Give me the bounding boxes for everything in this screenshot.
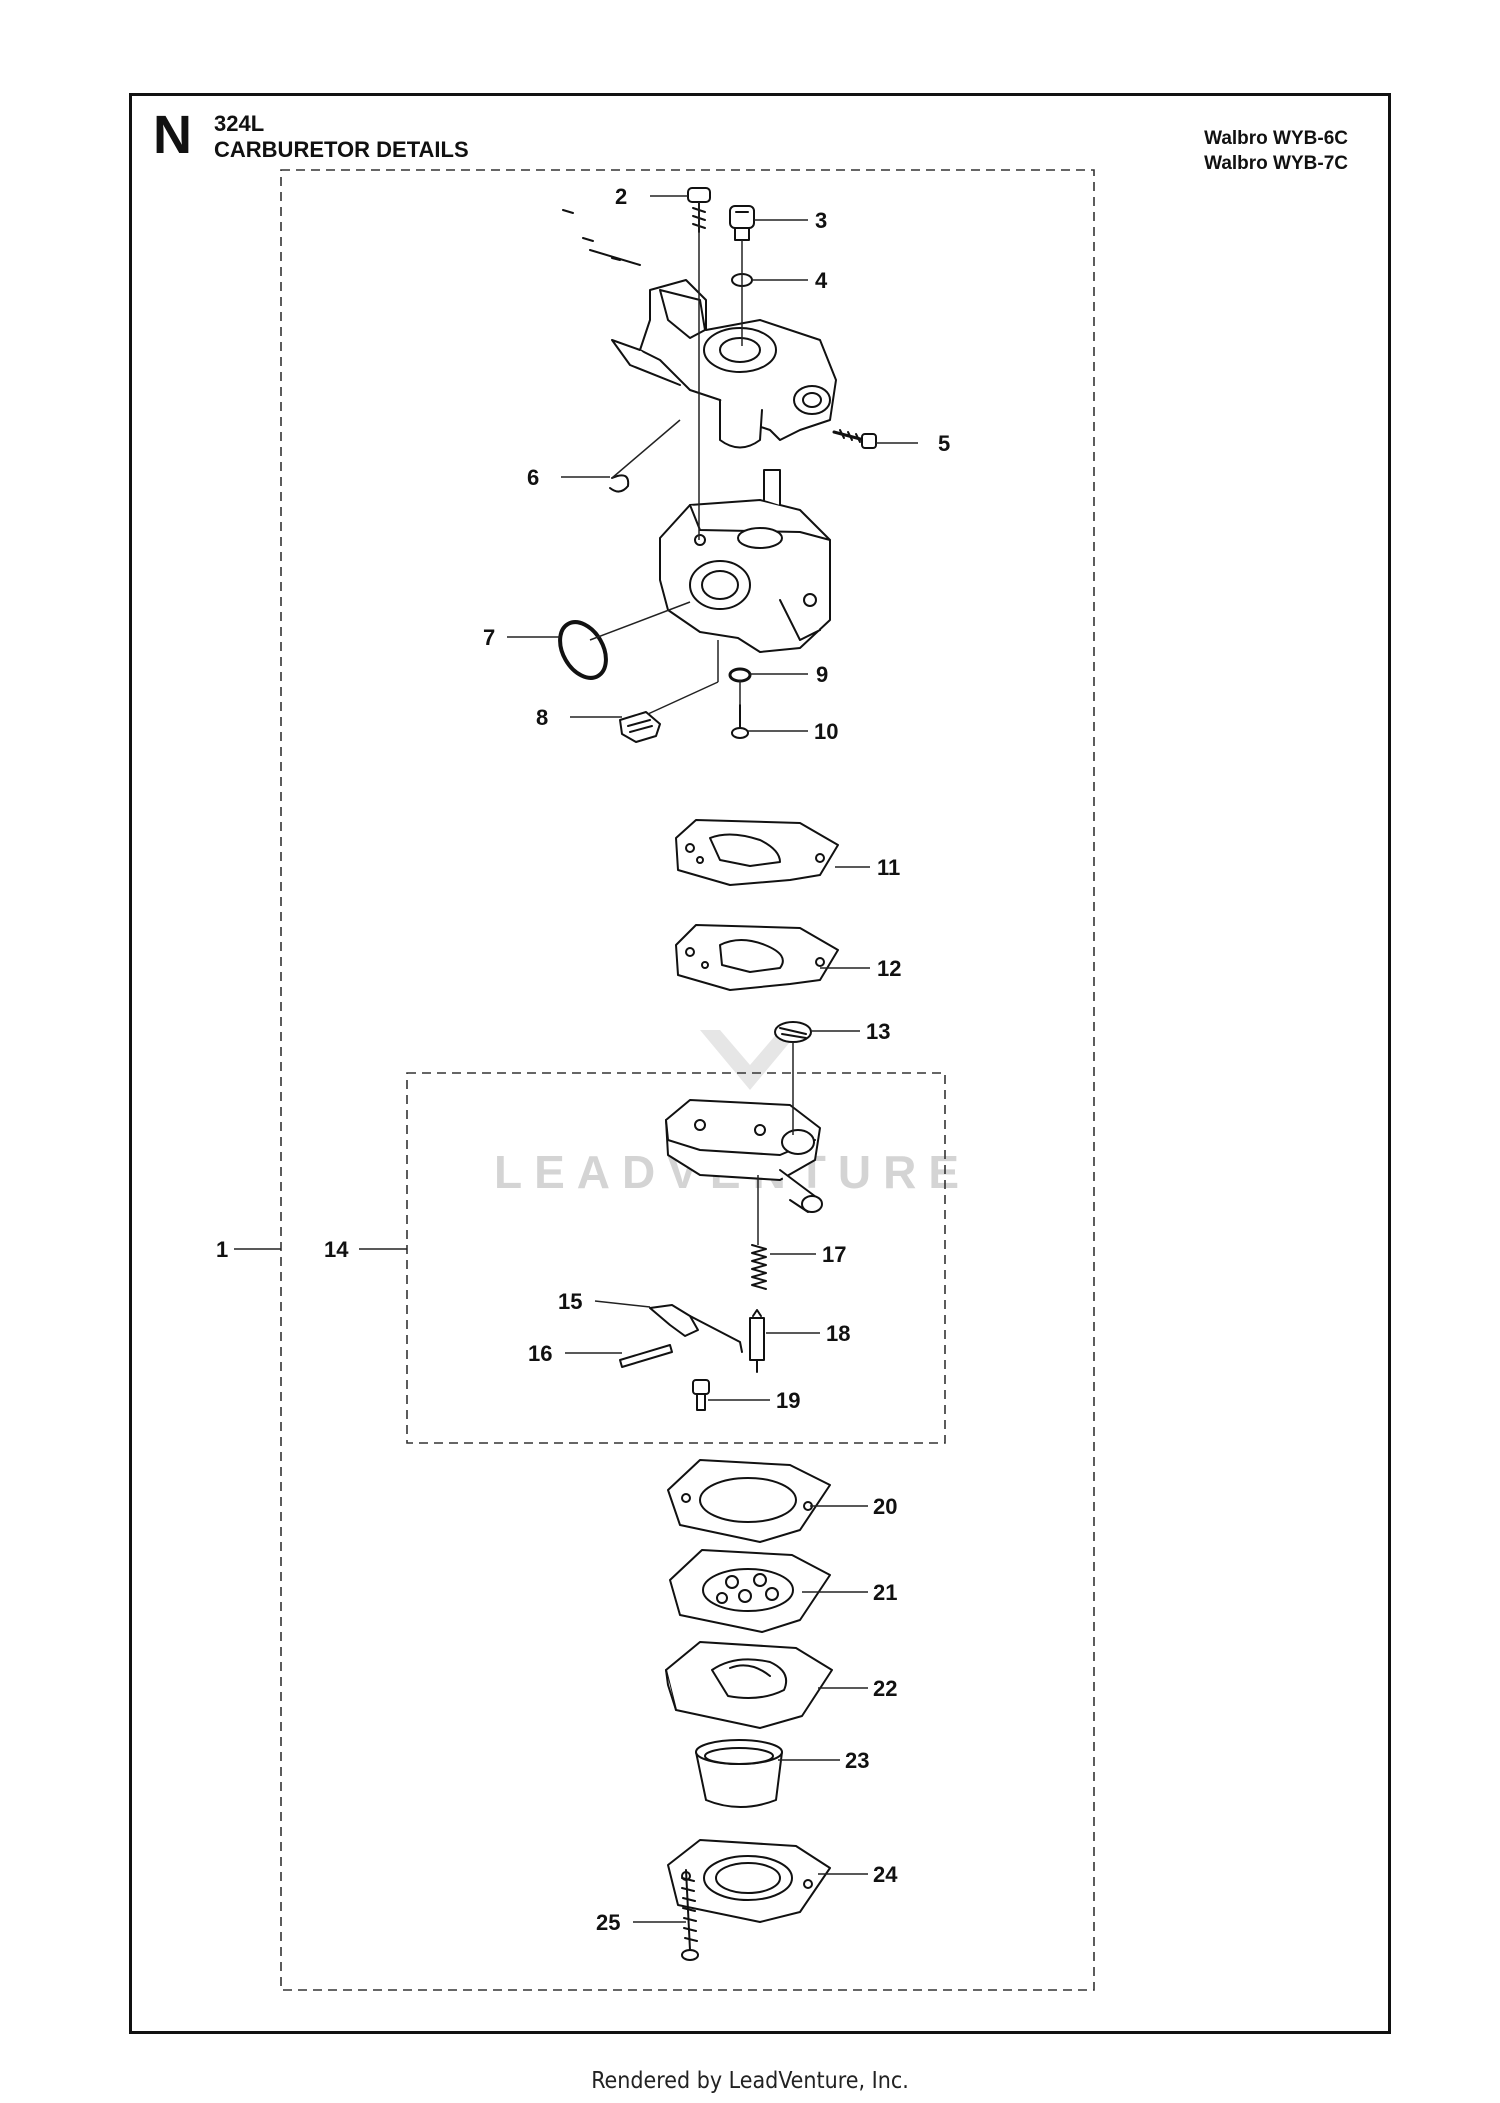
clip-6: [609, 474, 630, 493]
idle-screw-5: [832, 429, 877, 449]
callout-23: 23: [845, 1748, 869, 1773]
callout-3: 3: [815, 208, 827, 233]
variant-label: Walbro WYB-7C: [1204, 153, 1348, 174]
spring-17: [751, 1244, 767, 1290]
callout-9: 9: [816, 662, 828, 687]
callout-11: 11: [877, 855, 900, 880]
plug-8: [619, 711, 661, 743]
pin-16: [619, 1344, 673, 1368]
model-number: 324L: [214, 111, 265, 136]
pump-cover-22: [665, 1641, 833, 1729]
callout-2: 2: [615, 184, 627, 209]
diaphragm-21: [669, 1549, 831, 1633]
callout-17: 17: [822, 1242, 846, 1267]
callout-13: 13: [866, 1019, 890, 1044]
callout-1: 1: [216, 1237, 228, 1262]
footer-credit: Rendered by LeadVenture, Inc.: [591, 2068, 909, 2094]
leader-lines: [234, 195, 918, 1923]
lever-15: [649, 1304, 743, 1353]
callout-4: 4: [815, 268, 828, 293]
throttle-body: [562, 209, 837, 449]
callout-5: 5: [938, 431, 950, 456]
cover-plate-24: [667, 1839, 831, 1923]
section-letter: N: [153, 105, 192, 165]
diagram-frame: [129, 93, 1391, 2034]
gasket-20: [667, 1459, 831, 1543]
kit-group-box: [280, 169, 1095, 1991]
callout-22: 22: [873, 1676, 897, 1701]
cup-23: [695, 1739, 783, 1808]
callout-14: 14: [324, 1237, 349, 1262]
screw-19: [692, 1379, 710, 1411]
o-ring-7: [558, 620, 608, 680]
callout-18: 18: [826, 1321, 850, 1346]
gasket-12: [675, 924, 839, 991]
callout-25: 25: [596, 1910, 620, 1935]
needle-10: [731, 704, 749, 739]
variant-label: Walbro WYB-6C: [1204, 128, 1348, 149]
callout-10: 10: [814, 719, 838, 744]
subassembly-group-box: [406, 1072, 946, 1444]
inlet-needle-18: [749, 1309, 765, 1373]
callout-numbers: 1 2 3 4 5 6 7 8 9 10 11 12 13 14 15 16 1…: [216, 184, 950, 1935]
callout-16: 16: [528, 1341, 552, 1366]
screw-25: [681, 1869, 699, 1961]
callout-19: 19: [776, 1388, 800, 1413]
gasket-11: [675, 819, 839, 886]
callout-8: 8: [536, 705, 548, 730]
screen-13: [774, 1021, 812, 1043]
callout-24: 24: [873, 1862, 898, 1887]
diagram-title: CARBURETOR DETAILS: [214, 137, 469, 162]
carburetor-body: [659, 469, 831, 653]
callout-20: 20: [873, 1494, 897, 1519]
callout-7: 7: [483, 625, 495, 650]
metering-body-14: [665, 1099, 823, 1213]
callout-12: 12: [877, 956, 901, 981]
callout-21: 21: [873, 1580, 897, 1605]
callout-15: 15: [558, 1289, 582, 1314]
callout-6: 6: [527, 465, 539, 490]
adjust-screw-3: [729, 205, 755, 241]
o-ring-9: [728, 667, 752, 683]
